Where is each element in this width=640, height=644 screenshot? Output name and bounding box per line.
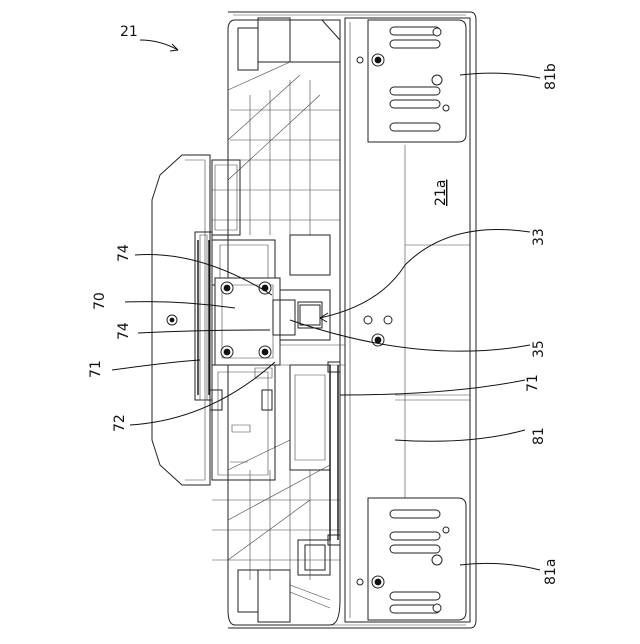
label-33: 33	[531, 228, 547, 246]
mounting-slots	[390, 27, 440, 613]
label-74-lower: 74	[116, 322, 132, 340]
label-81b: 81b	[543, 63, 559, 90]
label-35: 35	[531, 340, 547, 358]
label-81a: 81a	[543, 559, 559, 585]
label-71-right: 71	[525, 374, 541, 392]
label-81: 81	[531, 427, 547, 445]
label-70: 70	[92, 292, 108, 310]
housing-outline	[152, 12, 476, 628]
label-21a: 21a	[433, 180, 449, 206]
label-71-left: 71	[88, 360, 104, 378]
label-74-upper: 74	[116, 244, 132, 262]
label-72: 72	[112, 414, 128, 432]
reference-labels: 21 21a 81b 81a 81 33 35 74 74 70 71 71 7…	[88, 24, 559, 585]
label-21: 21	[120, 24, 138, 40]
